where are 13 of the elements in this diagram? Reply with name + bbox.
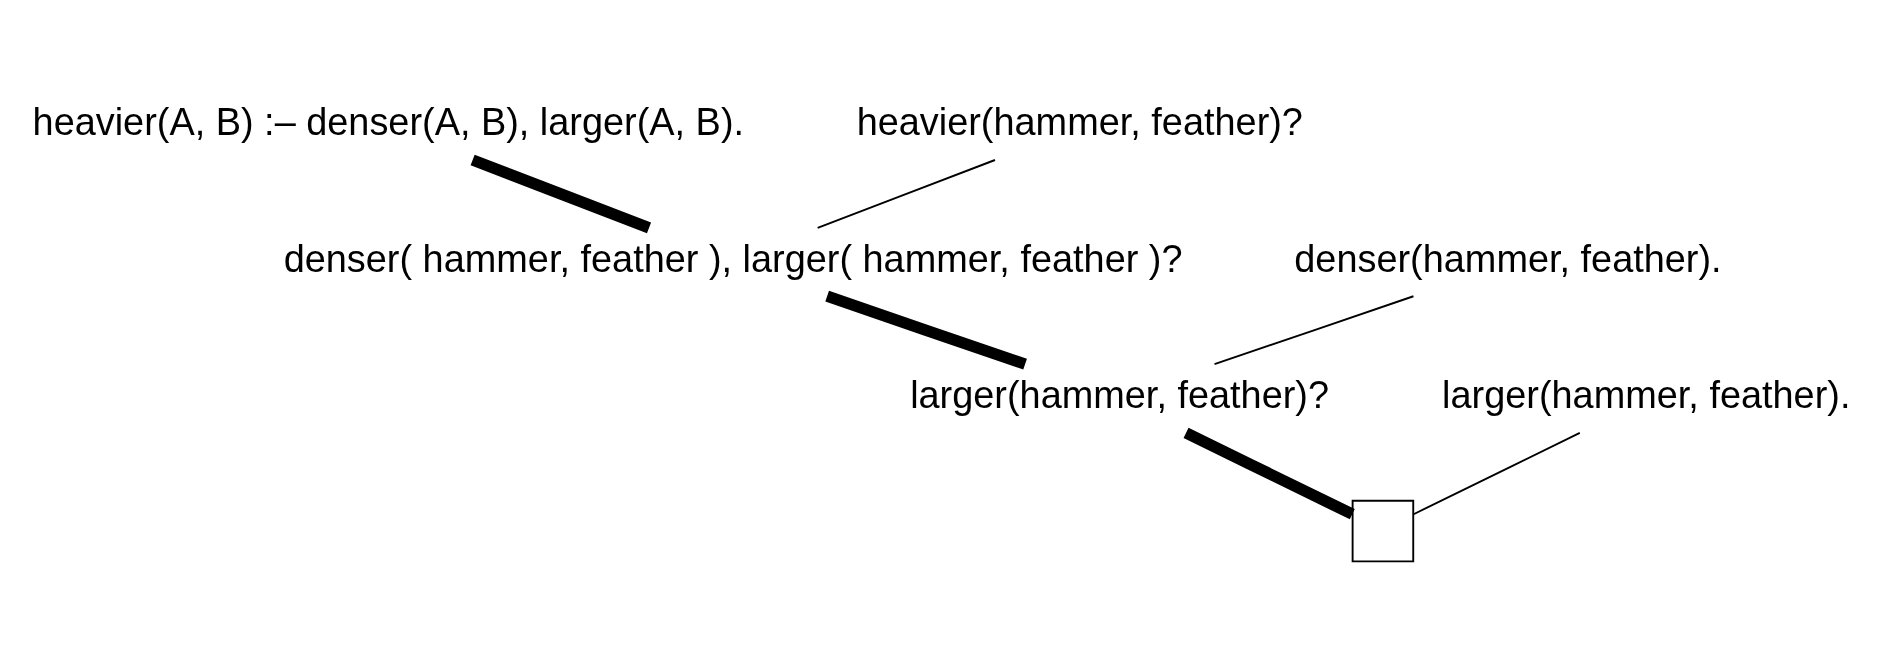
node-text: larger(hammer, feather). xyxy=(1442,373,1851,416)
node-text: larger(hammer, feather)? xyxy=(910,373,1330,416)
node-box xyxy=(1351,499,1415,562)
connector xyxy=(470,154,652,233)
connector xyxy=(825,290,1027,370)
node-text: heavier(A, B) :– denser(A, B), larger(A, B). xyxy=(32,100,745,143)
node-text: denser(hammer, feather). xyxy=(1294,237,1722,280)
connector xyxy=(1412,431,1581,515)
connector xyxy=(1183,427,1355,519)
node-text: denser( hammer, feather ), larger( hammer, feather )? xyxy=(283,237,1183,280)
node-text: heavier(hammer, feather)? xyxy=(856,100,1303,143)
connector xyxy=(1213,294,1415,365)
connector xyxy=(816,158,996,229)
